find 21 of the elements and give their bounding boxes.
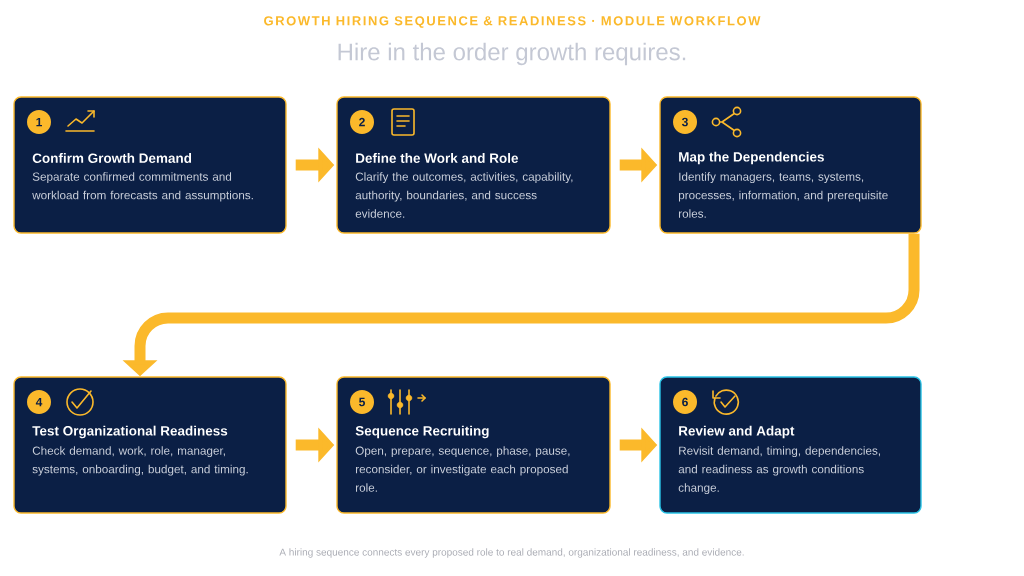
step-description: Clarify the outcomes, activities, capability, authority, boundaries, and success evidence. — [355, 172, 573, 218]
step-title: Confirm Growth Demand — [32, 153, 192, 163]
subtitle: Hire in the order growth requires. — [338, 42, 686, 66]
step-title: Test Organizational Readiness — [32, 425, 228, 439]
step-number-badge: 1 — [27, 110, 51, 134]
step-description: Check demand, work, role, manager, systems, onboarding, budget, and timing. — [32, 446, 248, 476]
step-number-badge: 6 — [673, 390, 697, 414]
step-title: Sequence Recruiting — [355, 425, 489, 439]
step-number-badge: 5 — [350, 390, 374, 414]
step-description: Revisit demand, timing, dependencies, and readiness as growth conditions change. — [678, 446, 880, 495]
step-description: Separate confirmed commitments and workload from forecasts and assumptions. — [32, 172, 253, 202]
step-number-badge: 3 — [673, 110, 697, 134]
step-number-badge: 4 — [27, 390, 51, 414]
step-description: Identify managers, teams, systems, processes, information, and prerequisite roles. — [678, 172, 888, 218]
title: GROWTH HIRING SEQUENCE & READINESS · MODULE WORKFLOW — [264, 16, 761, 28]
caption: A hiring sequence connects every proposed role to real demand, organizational readiness, and evidence. — [279, 548, 744, 558]
step-title: Map the Dependencies — [679, 151, 824, 165]
step-description: Open, prepare, sequence, phase, pause, reconsider, or investigate each proposed role. — [355, 446, 570, 492]
step-title: Review and Adapt — [679, 425, 795, 439]
step-number-badge: 2 — [350, 110, 374, 134]
step-title: Define the Work and Role — [356, 153, 518, 163]
